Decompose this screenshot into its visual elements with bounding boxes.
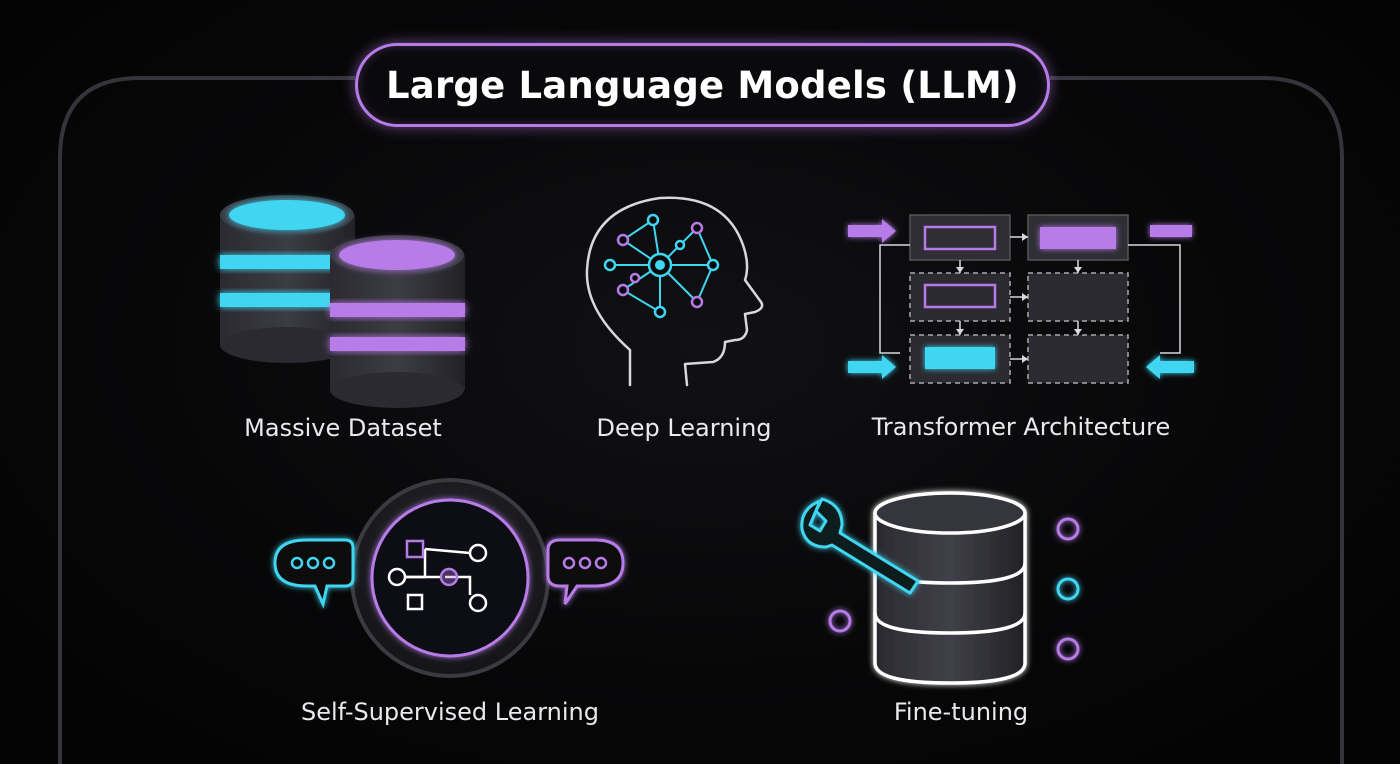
label-fine-tuning: Fine-tuning <box>893 698 1029 726</box>
transformer-blocks-icon <box>848 214 1194 384</box>
chat-loop-icon <box>273 478 625 678</box>
label-transformer-architecture: Transformer Architecture <box>871 413 1171 441</box>
wrench-database-icon <box>800 491 1080 685</box>
diagram-title: Large Language Models (LLM) <box>386 63 1019 107</box>
brain-network-icon <box>585 196 764 387</box>
label-deep-learning: Deep Learning <box>596 414 772 442</box>
title-pill: Large Language Models (LLM) <box>355 43 1050 127</box>
label-self-supervised-learning: Self-Supervised Learning <box>301 698 599 726</box>
label-massive-dataset: Massive Dataset <box>244 414 442 442</box>
database-stack-icon <box>220 195 465 408</box>
